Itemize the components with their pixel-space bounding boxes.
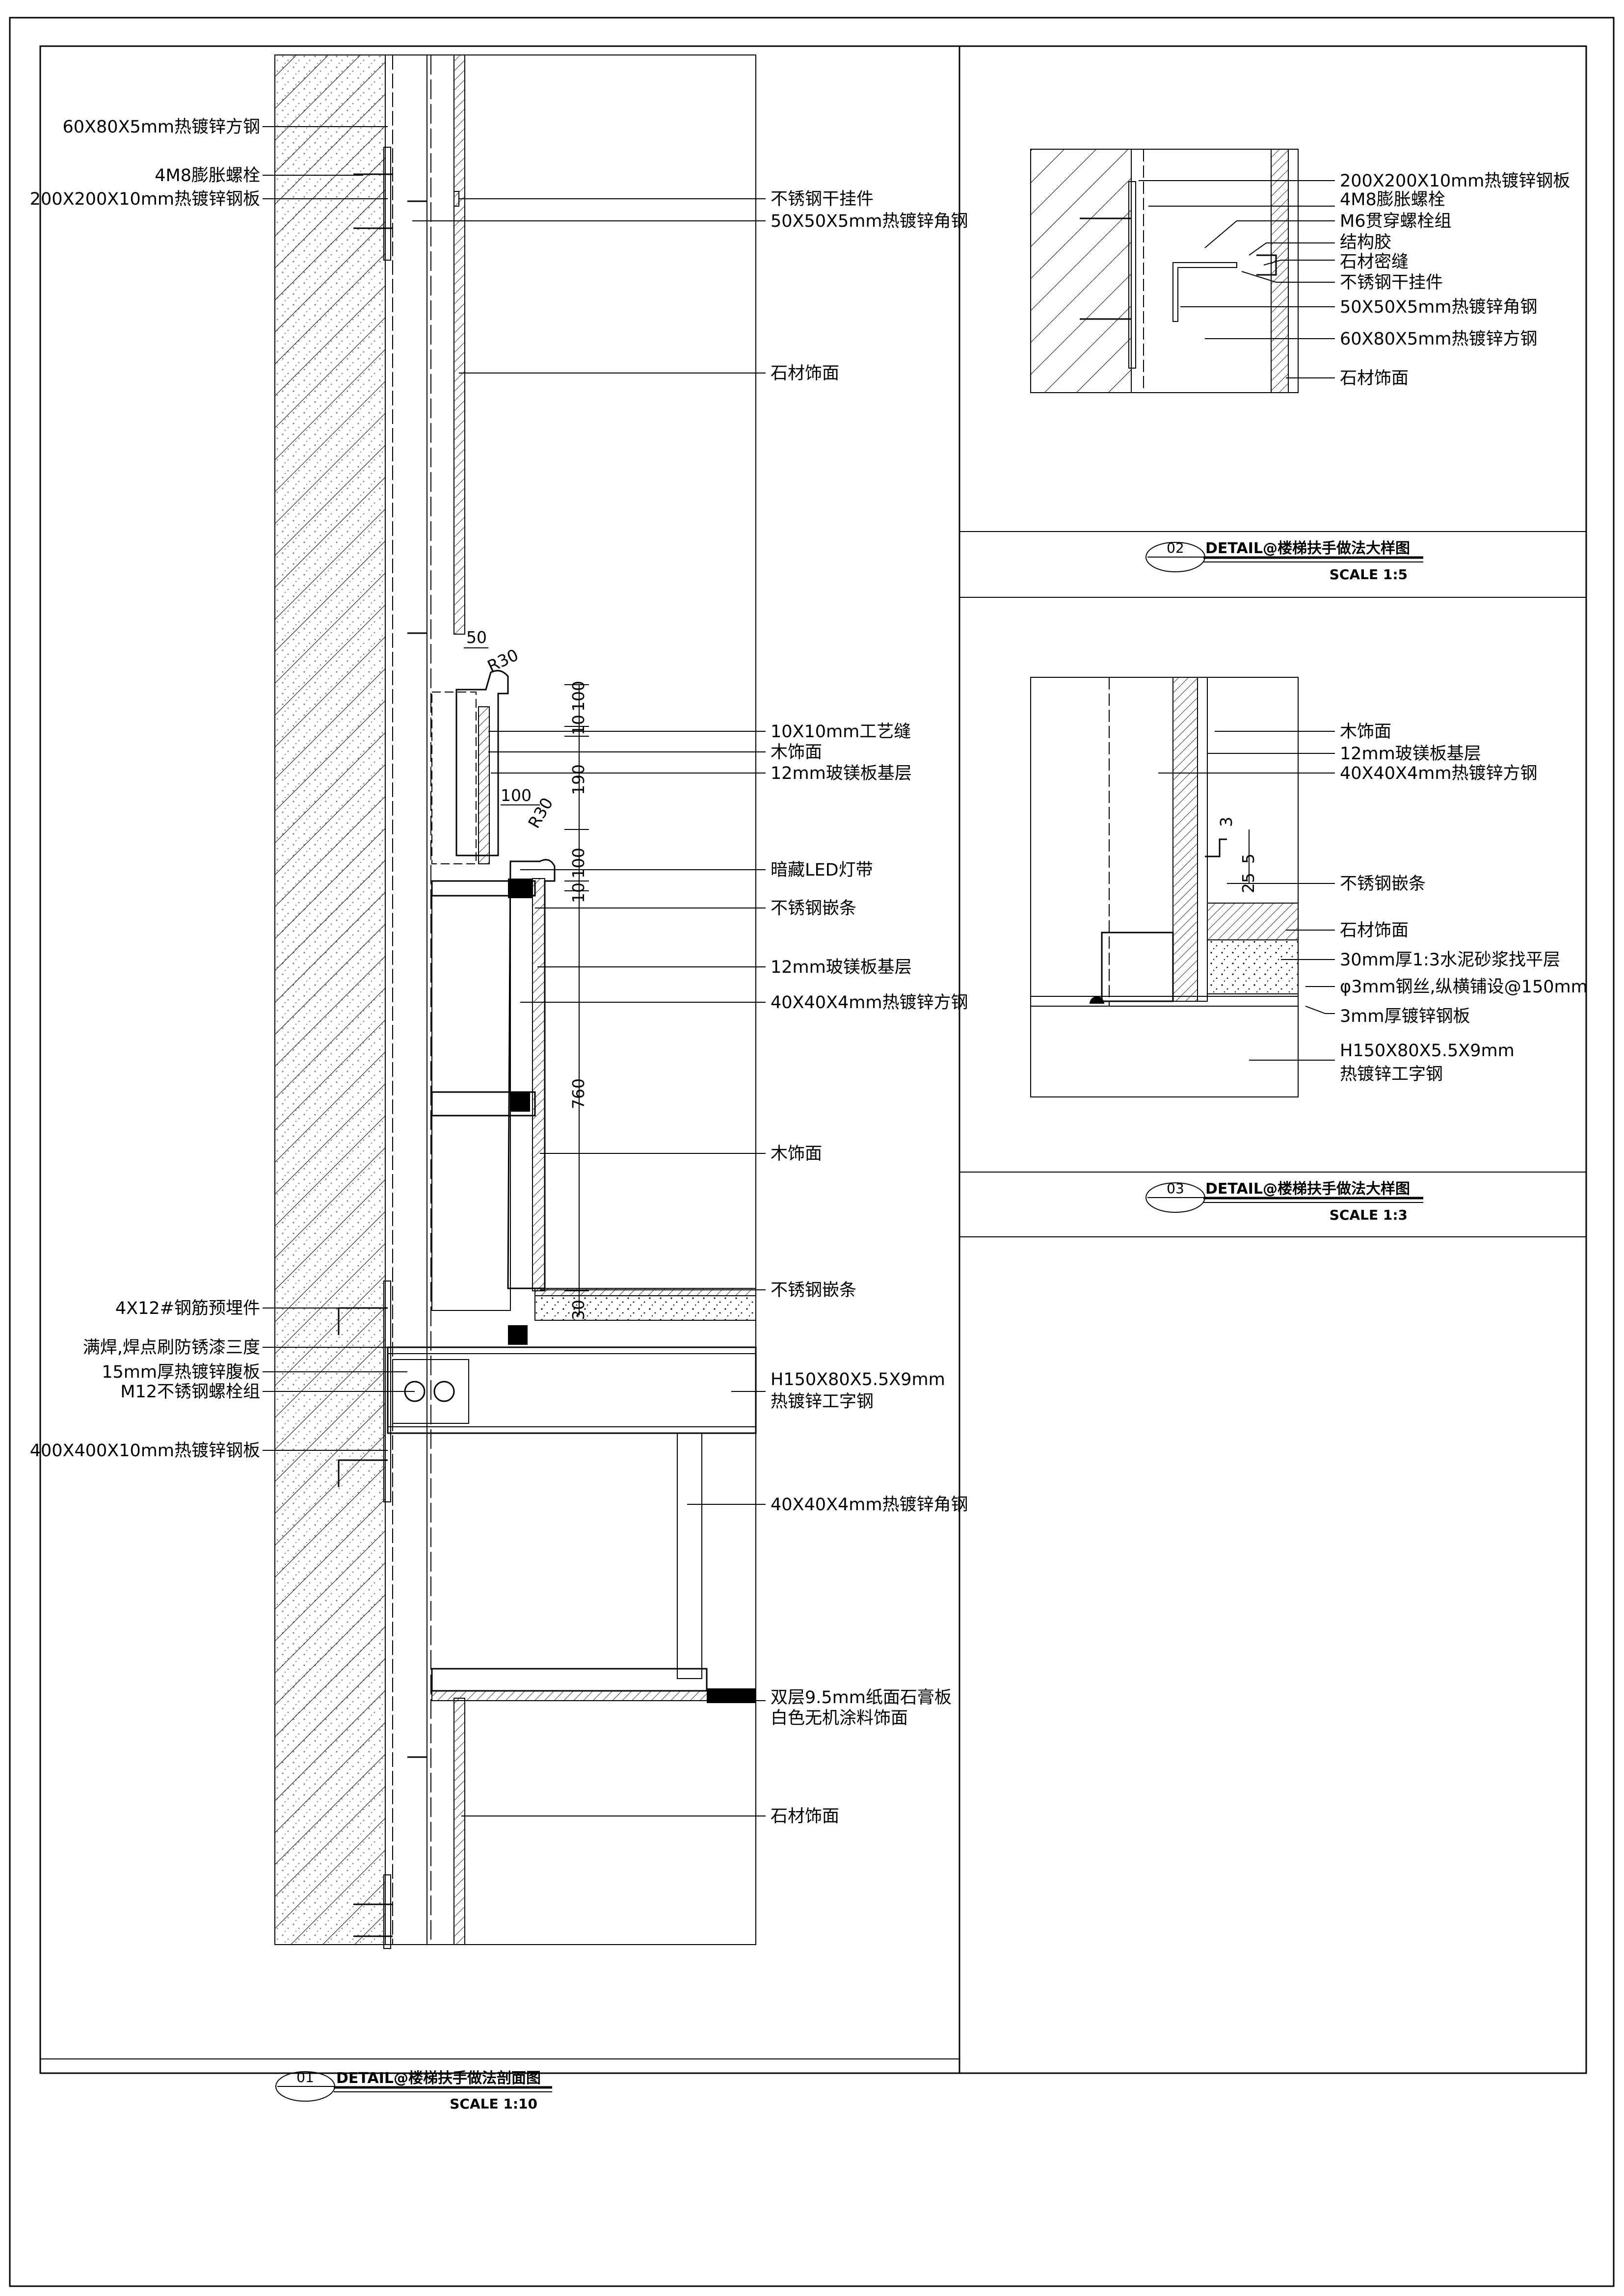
d01-number: 01 (296, 2069, 314, 2085)
d01-label-mgo-lower: 12mm玻镁板基层 (771, 958, 912, 977)
d01-label-angle-40: 40X40X4mm热镀锌角钢 (771, 1495, 968, 1515)
detail-01-title-block (275, 2071, 552, 2102)
d02-label-square-steel: 60X80X5mm热镀锌方钢 (1340, 329, 1537, 349)
d01-label-hbeam-2: 热镀锌工字钢 (771, 1392, 874, 1412)
detail-02-title-block (1145, 542, 1423, 572)
d01-label-dry-hang: 不锈钢干挂件 (771, 189, 874, 209)
d02-label-through-bolt: M6贯穿螺栓组 (1340, 212, 1451, 231)
d01-label-rebar-embed: 4X12#钢筋预埋件 (115, 1299, 260, 1318)
d02-label-stone-joint: 石材密缝 (1340, 252, 1409, 272)
dim-50: 50 (466, 628, 487, 647)
outer-border (9, 17, 1615, 2287)
d03-number: 03 (1167, 1180, 1184, 1197)
d01-label-web-plate: 15mm厚热镀锌腹板 (102, 1362, 260, 1382)
d03-dim-3: 3 (1217, 817, 1236, 827)
d01-scale: SCALE 1:10 (450, 2096, 537, 2112)
d01-label-square-steel: 60X80X5mm热镀锌方钢 (63, 117, 260, 137)
d03-label-wood: 木饰面 (1340, 722, 1391, 742)
d01-label-led: 暗藏LED灯带 (771, 860, 873, 880)
d01-label-wood-top: 木饰面 (771, 743, 822, 762)
d01-label-plate-400: 400X400X10mm热镀锌钢板 (30, 1441, 260, 1461)
d01-label-expansion-bolt: 4M8膨胀螺栓 (155, 166, 260, 186)
dim-10-a: 10 (569, 715, 588, 735)
d03-label-hbeam: H150X80X5.5X9mm (1340, 1041, 1515, 1061)
dim-10-b: 10 (569, 882, 588, 903)
dim-30: 30 (569, 1300, 588, 1320)
d03-scale: SCALE 1:3 (1330, 1207, 1408, 1223)
d02-label-adhesive: 结构胶 (1340, 233, 1391, 252)
dim-190: 190 (569, 764, 588, 795)
d02-label-expansion-bolt: 4M8膨胀螺栓 (1340, 190, 1445, 210)
d01-title: DETAIL@楼梯扶手做法剖面图 (336, 2070, 541, 2087)
d02-label-dry-hang: 不锈钢干挂件 (1340, 273, 1443, 293)
d02-number: 02 (1167, 540, 1184, 556)
stone-face-upper (453, 54, 465, 635)
d02-label-stone: 石材饰面 (1340, 369, 1409, 388)
detail-02-section (1030, 149, 1299, 393)
d02-label-plate: 200X200X10mm热镀锌钢板 (1340, 171, 1570, 191)
d03-label-galv-plate: 3mm厚镀锌钢板 (1340, 1007, 1470, 1026)
d01-label-gypsum: 双层9.5mm纸面石膏板 (771, 1688, 952, 1708)
d02-label-angle: 50X50X5mm热镀锌角钢 (1340, 297, 1537, 317)
h-beam (387, 1346, 757, 1434)
d02-title: DETAIL@楼梯扶手做法大样图 (1205, 540, 1410, 557)
d01-label-stone-upper: 石材饰面 (771, 364, 839, 383)
d03-label-hbeam-2: 热镀锌工字钢 (1340, 1065, 1443, 1084)
d03-label-mortar: 30mm厚1:3水泥砂浆找平层 (1340, 950, 1560, 970)
d03-title: DETAIL@楼梯扶手做法大样图 (1205, 1180, 1410, 1198)
d01-label-m12-bolt: M12不锈钢螺栓组 (120, 1382, 260, 1402)
d03-label-square-steel: 40X40X4mm热镀锌方钢 (1340, 764, 1537, 783)
d02-scale: SCALE 1:5 (1330, 566, 1408, 583)
d01-label-ss-strip-top: 不锈钢嵌条 (771, 899, 856, 918)
dim-100-a: 100 (569, 681, 588, 712)
detail-03-title-block (1145, 1182, 1423, 1213)
d01-label-stone-lower: 石材饰面 (771, 1807, 839, 1826)
detail-01-dimensions (464, 647, 589, 1315)
d03-dim-5: 5 (1239, 854, 1258, 864)
dim-100-b: 100 (501, 786, 532, 805)
d01-label-square-40: 40X40X4mm热镀锌方钢 (771, 993, 968, 1013)
d01-label-hbeam: H150X80X5.5X9mm (771, 1370, 945, 1389)
detail-01-section (274, 54, 757, 1949)
d03-label-ss-strip: 不锈钢嵌条 (1340, 874, 1426, 894)
dim-760: 760 (569, 1078, 588, 1109)
d03-label-stone: 石材饰面 (1340, 921, 1409, 940)
handrail-top (455, 669, 509, 856)
stone-face-lower (453, 1698, 465, 1945)
d03-label-wire: φ3mm钢丝,纵横铺设@150mm (1340, 977, 1588, 997)
d01-label-mgo-top: 12mm玻镁板基层 (771, 764, 912, 783)
inner-border (39, 45, 1587, 2074)
dim-100-c: 100 (569, 848, 588, 879)
d03-label-mgo: 12mm玻镁板基层 (1340, 744, 1481, 764)
d01-label-weld: 满焊,焊点刷防锈漆三度 (83, 1338, 260, 1358)
d01-label-angle-50: 50X50X5mm热镀锌角钢 (771, 212, 968, 231)
d01-label-ss-strip-bottom: 不锈钢嵌条 (771, 1281, 856, 1300)
d01-label-groove: 10X10mm工艺缝 (771, 722, 911, 742)
d01-label-steel-plate: 200X200X10mm热镀锌钢板 (30, 189, 260, 209)
detail-03-section (1030, 677, 1299, 1097)
d01-label-wood-lower: 木饰面 (771, 1144, 822, 1164)
d01-label-paint: 白色无机涂料饰面 (771, 1709, 908, 1728)
d03-dim-25: 25 (1239, 873, 1258, 893)
